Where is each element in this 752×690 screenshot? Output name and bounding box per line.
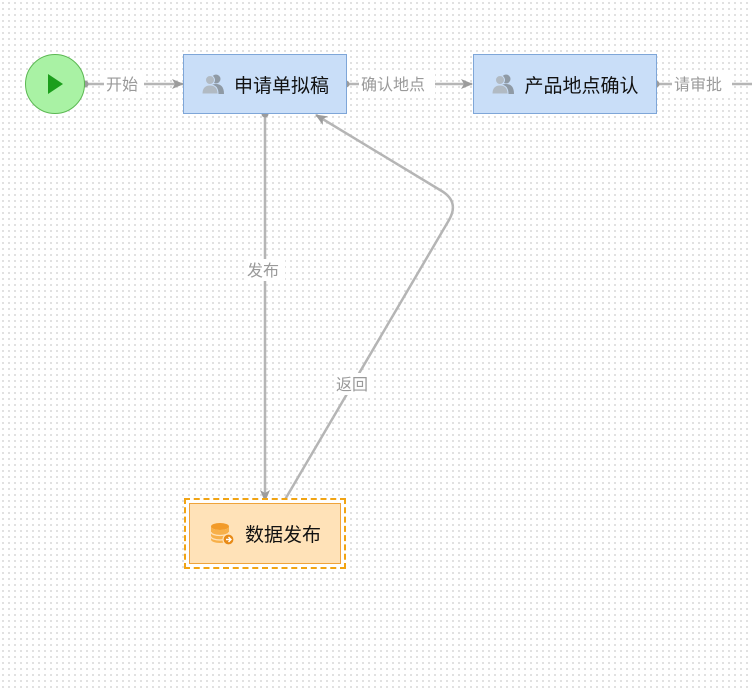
service-label-publish: 数据发布 — [244, 524, 321, 546]
edge-label-bg — [245, 259, 285, 281]
edge-publish[interactable]: 发布 — [245, 110, 285, 502]
database-icon — [209, 522, 235, 546]
edge-request-approval[interactable]: 请审批 — [652, 73, 752, 95]
edge-label-confirm-location: 确认地点 — [361, 75, 425, 94]
task-node-draft[interactable]: 申请单拟稿 — [183, 54, 347, 114]
selection-outline[interactable]: 数据发布 — [184, 498, 346, 569]
edge-label-start: 开始 — [106, 75, 138, 94]
start-node[interactable] — [25, 54, 85, 114]
task-node-confirm[interactable]: 产品地点确认 — [473, 54, 657, 114]
edge-label-bg — [104, 73, 144, 95]
edge-return[interactable]: 返回 — [279, 113, 455, 507]
edge-confirm-location[interactable]: 确认地点 — [342, 73, 473, 95]
users-icon — [201, 73, 225, 95]
task-label-draft: 申请单拟稿 — [233, 74, 329, 97]
edge-label-request-approval: 请审批 — [674, 75, 722, 94]
edge-label-bg — [672, 73, 732, 95]
edge-label-return: 返回 — [336, 375, 368, 394]
task-label-confirm: 产品地点确认 — [524, 74, 639, 97]
edge-label-bg — [359, 73, 435, 95]
users-icon — [491, 73, 515, 95]
edge-start[interactable]: 开始 — [81, 73, 184, 95]
edge-label-bg — [334, 373, 374, 395]
edge-label-publish: 发布 — [247, 261, 279, 280]
play-icon — [45, 73, 65, 95]
service-node-publish[interactable]: 数据发布 — [189, 503, 341, 564]
